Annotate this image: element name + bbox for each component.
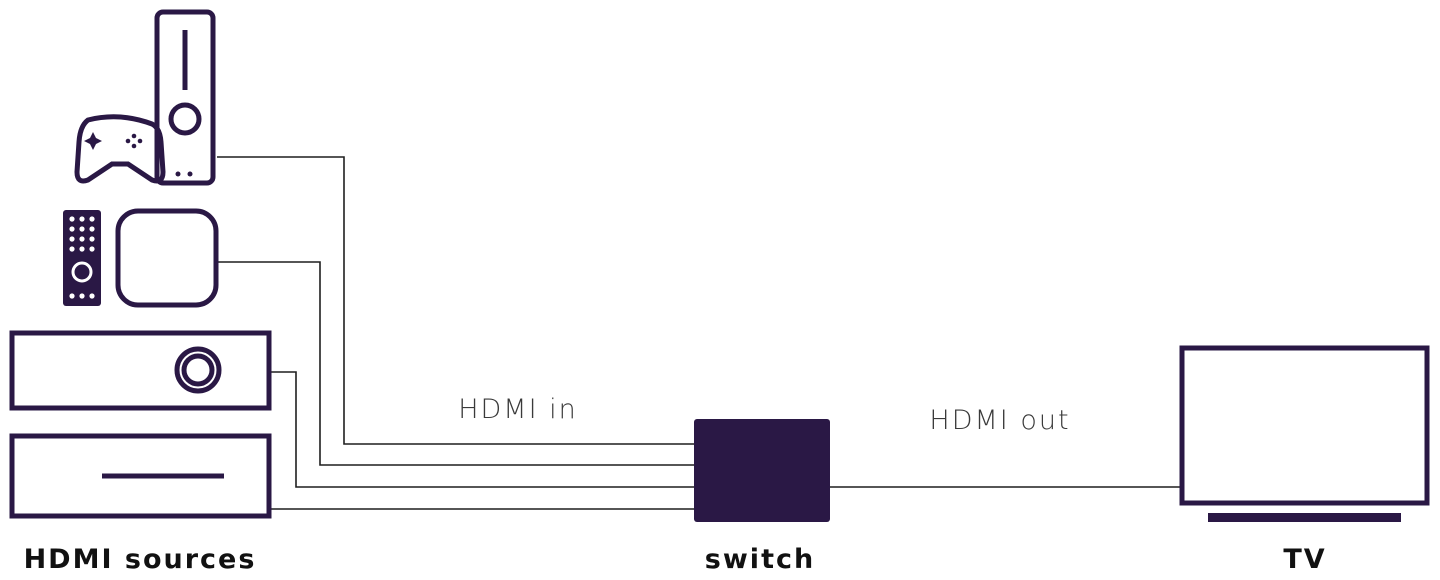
- switch-box-icon: [694, 419, 830, 522]
- streaming-box-icon: [115, 208, 219, 308]
- cables: [217, 156, 1180, 510]
- hdmi-in-label: HDMI in: [458, 394, 578, 425]
- game-console-icon: [154, 9, 216, 186]
- disc-player-icon: [9, 330, 272, 411]
- hdmi-sources-label: HDMI sources: [24, 544, 257, 575]
- cable-disc-player-to-switch: [270, 371, 694, 488]
- cable-console-to-switch: [217, 156, 694, 445]
- hdmi-out-label: HDMI out: [929, 405, 1070, 436]
- switch-label: switch: [705, 544, 815, 575]
- cable-streamer-to-switch: [218, 261, 694, 466]
- set-top-box-icon: [9, 433, 272, 519]
- gamepad-icon: [74, 114, 166, 184]
- tv-icon: [1179, 345, 1430, 522]
- tv-label: TV: [1283, 544, 1326, 575]
- remote-control-icon: [63, 210, 101, 306]
